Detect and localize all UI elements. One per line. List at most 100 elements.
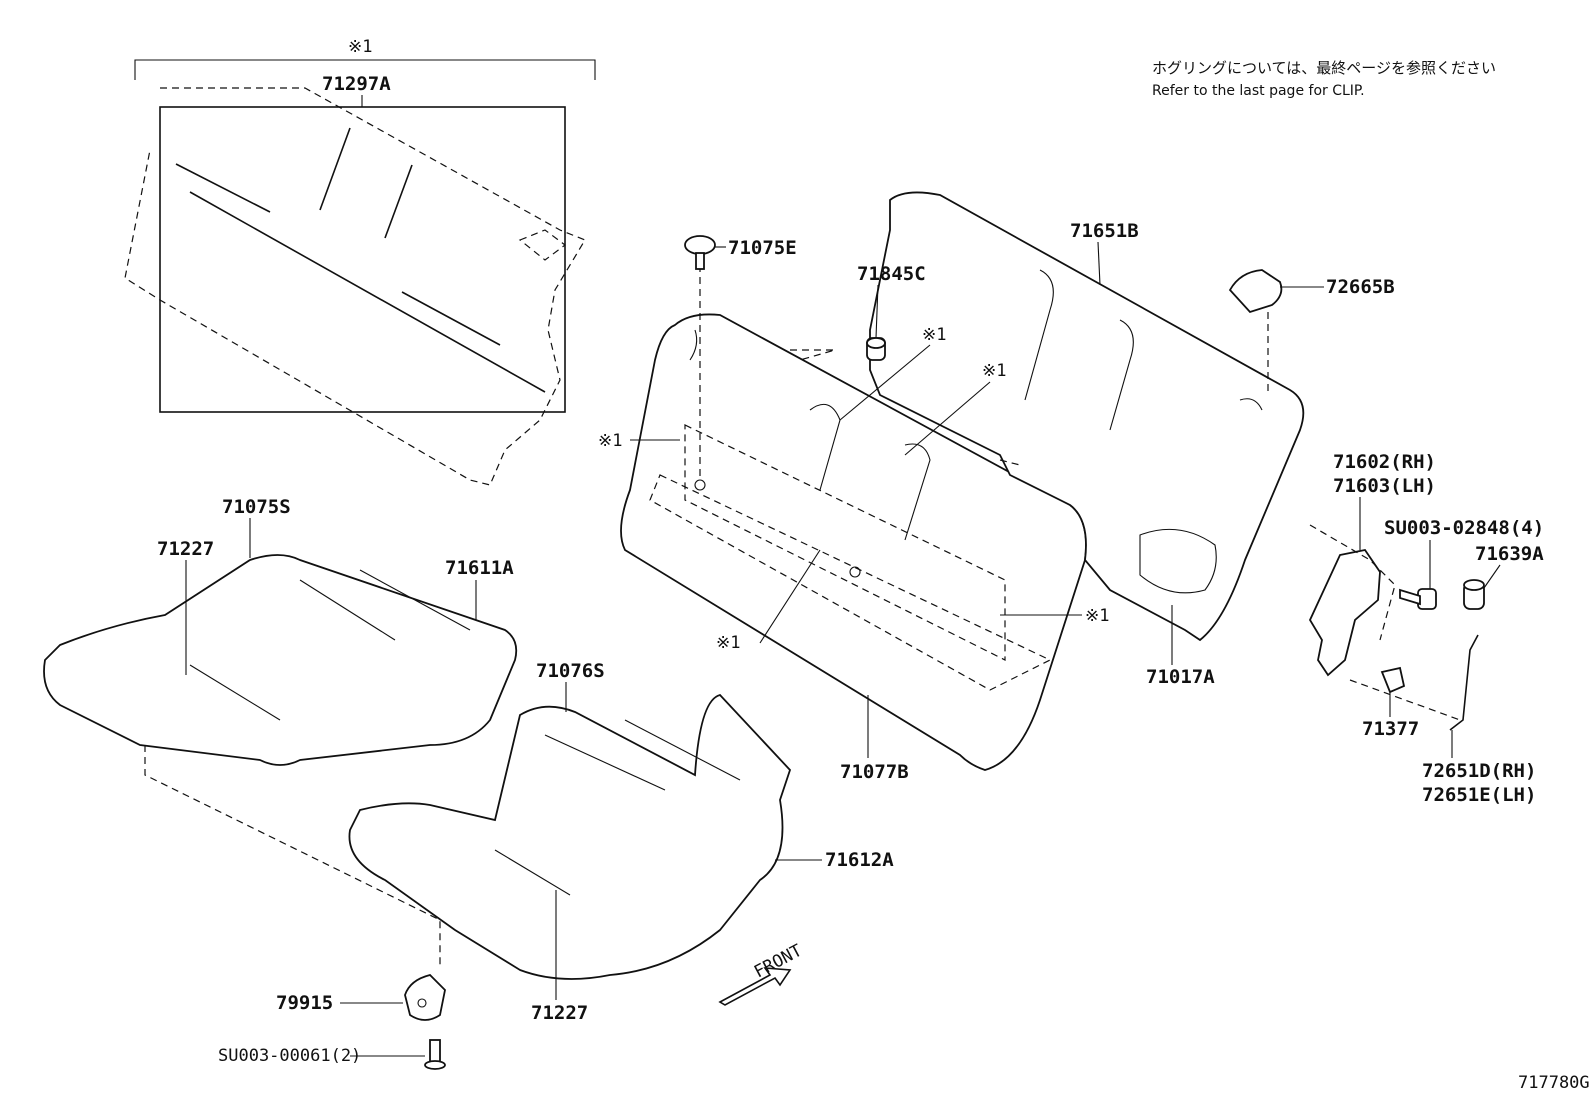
clip-71377 [1380,666,1406,694]
mark-ref-1: ※1 [922,325,946,345]
label-71297A: 71297A [322,73,391,95]
hook-hole [417,998,427,1008]
label-79915: 79915 [276,992,333,1014]
mark-leader-5 [759,549,821,644]
label-71612A: 71612A [825,849,894,871]
seam-3 [904,443,931,541]
hook-body [404,974,446,1021]
bolt-su003-02848 [1399,588,1437,610]
front-label: FRONT [751,941,806,983]
grommet-71845C [866,337,886,361]
label-71602: 71602(RH) [1333,451,1436,473]
bolt-su003-00061 [424,1039,446,1070]
mark-ref-3: ※1 [598,431,622,451]
front-arrow-shape [718,967,792,1006]
clip-head [684,235,716,255]
note-english: Refer to the last page for CLIP. [1152,83,1365,99]
bolt-shank [1399,588,1421,606]
seatback-dash-panel2 [684,424,1006,661]
mark-ref-5: ※1 [716,633,740,653]
frame-inset-box [159,106,566,413]
label-71077B: 71077B [840,761,909,783]
cushion-left-seam [189,664,281,721]
cover-seam-1 [1024,269,1054,401]
bezel-72665B [1228,269,1283,395]
seatback-dash-panel [649,474,1052,691]
mark-ref-top: ※1 [348,37,372,57]
rod-72651D [1449,634,1479,731]
leader-71651B [1097,241,1101,286]
seatback-lock-71602 [1308,524,1396,677]
mark-leader-1 [839,344,931,421]
cap-71639A [1463,579,1485,610]
dash-lock [1309,524,1396,641]
cover-body [869,191,1305,642]
label-71227-bottom: 71227 [531,1002,588,1024]
clip-hole-2 [849,566,861,578]
cushion-left-seam3 [359,569,471,631]
leader-71845C [875,284,879,339]
group-bracket [134,59,596,80]
cushion-left-body [43,554,518,766]
seat-cushion-71612A [348,693,792,980]
cover-hole [1239,398,1263,411]
label-71603: 71603(LH) [1333,475,1436,497]
label-71611A: 71611A [445,557,514,579]
label-71639A: 71639A [1475,543,1544,565]
dash-71845C [790,349,836,361]
label-71845C: 71845C [857,263,926,285]
grommet-top [866,337,886,349]
cushion-right-seam2 [624,719,741,781]
cover-seam-2 [1109,319,1134,431]
label-71017A: 71017A [1146,666,1215,688]
clip-71075E [684,235,716,270]
label-SU003-00061: SU003-00061(2) [218,1046,361,1066]
cover-latch-area [1139,528,1217,594]
frame-hook-dashed [518,229,566,261]
leader-71639A [1483,564,1501,589]
bezel-body [1228,269,1283,314]
note-japanese: ホグリングについては、最終ページを参照ください [1152,59,1496,77]
label-SU003-02848: SU003-02848(4) [1384,517,1544,539]
clip-shank [695,252,705,270]
cushion-right-seam [544,734,666,791]
bolt-2-head [424,1060,446,1070]
dash-cushion-left [144,745,441,965]
wire-3 [319,127,351,211]
front-arrow: FRONT [718,941,806,1006]
dash-rod [1349,679,1461,721]
frame-outline-dashed [124,87,586,486]
mark-ref-2: ※1 [982,361,1006,381]
wire-2 [189,191,546,393]
hook-79915 [404,974,446,1021]
lock-body [1308,549,1381,677]
label-71075S: 71075S [222,496,291,518]
clip-hole-1 [694,479,706,491]
clip-71377-body [1380,666,1406,694]
label-72665B: 72665B [1326,276,1395,298]
diagram-id: 717780G [1518,1073,1590,1093]
wire-5 [401,291,501,346]
seam-1 [689,329,698,361]
mark-leader-2 [904,381,991,456]
seatback-cover-71651B [869,191,1305,642]
cover-dash [999,459,1021,466]
seat-cushion-71611A [43,554,518,965]
cushion-right-body [348,693,792,980]
label-71075E: 71075E [728,237,797,259]
label-72651D: 72651D(RH) [1422,760,1536,782]
wire-4 [384,164,413,239]
mark-ref-4: ※1 [1085,606,1109,626]
bolt-2-shank [429,1039,441,1063]
cushion-right-seam3 [494,849,571,896]
label-71651B: 71651B [1070,220,1139,242]
seatback-frame-group: ※1 71297A [124,37,596,486]
label-72651E: 72651E(LH) [1422,784,1536,806]
wire-1 [175,163,271,213]
label-71227-top: 71227 [157,538,214,560]
label-71377: 71377 [1362,718,1419,740]
cushion-left-seam2 [299,579,396,641]
cap-top [1463,579,1485,591]
